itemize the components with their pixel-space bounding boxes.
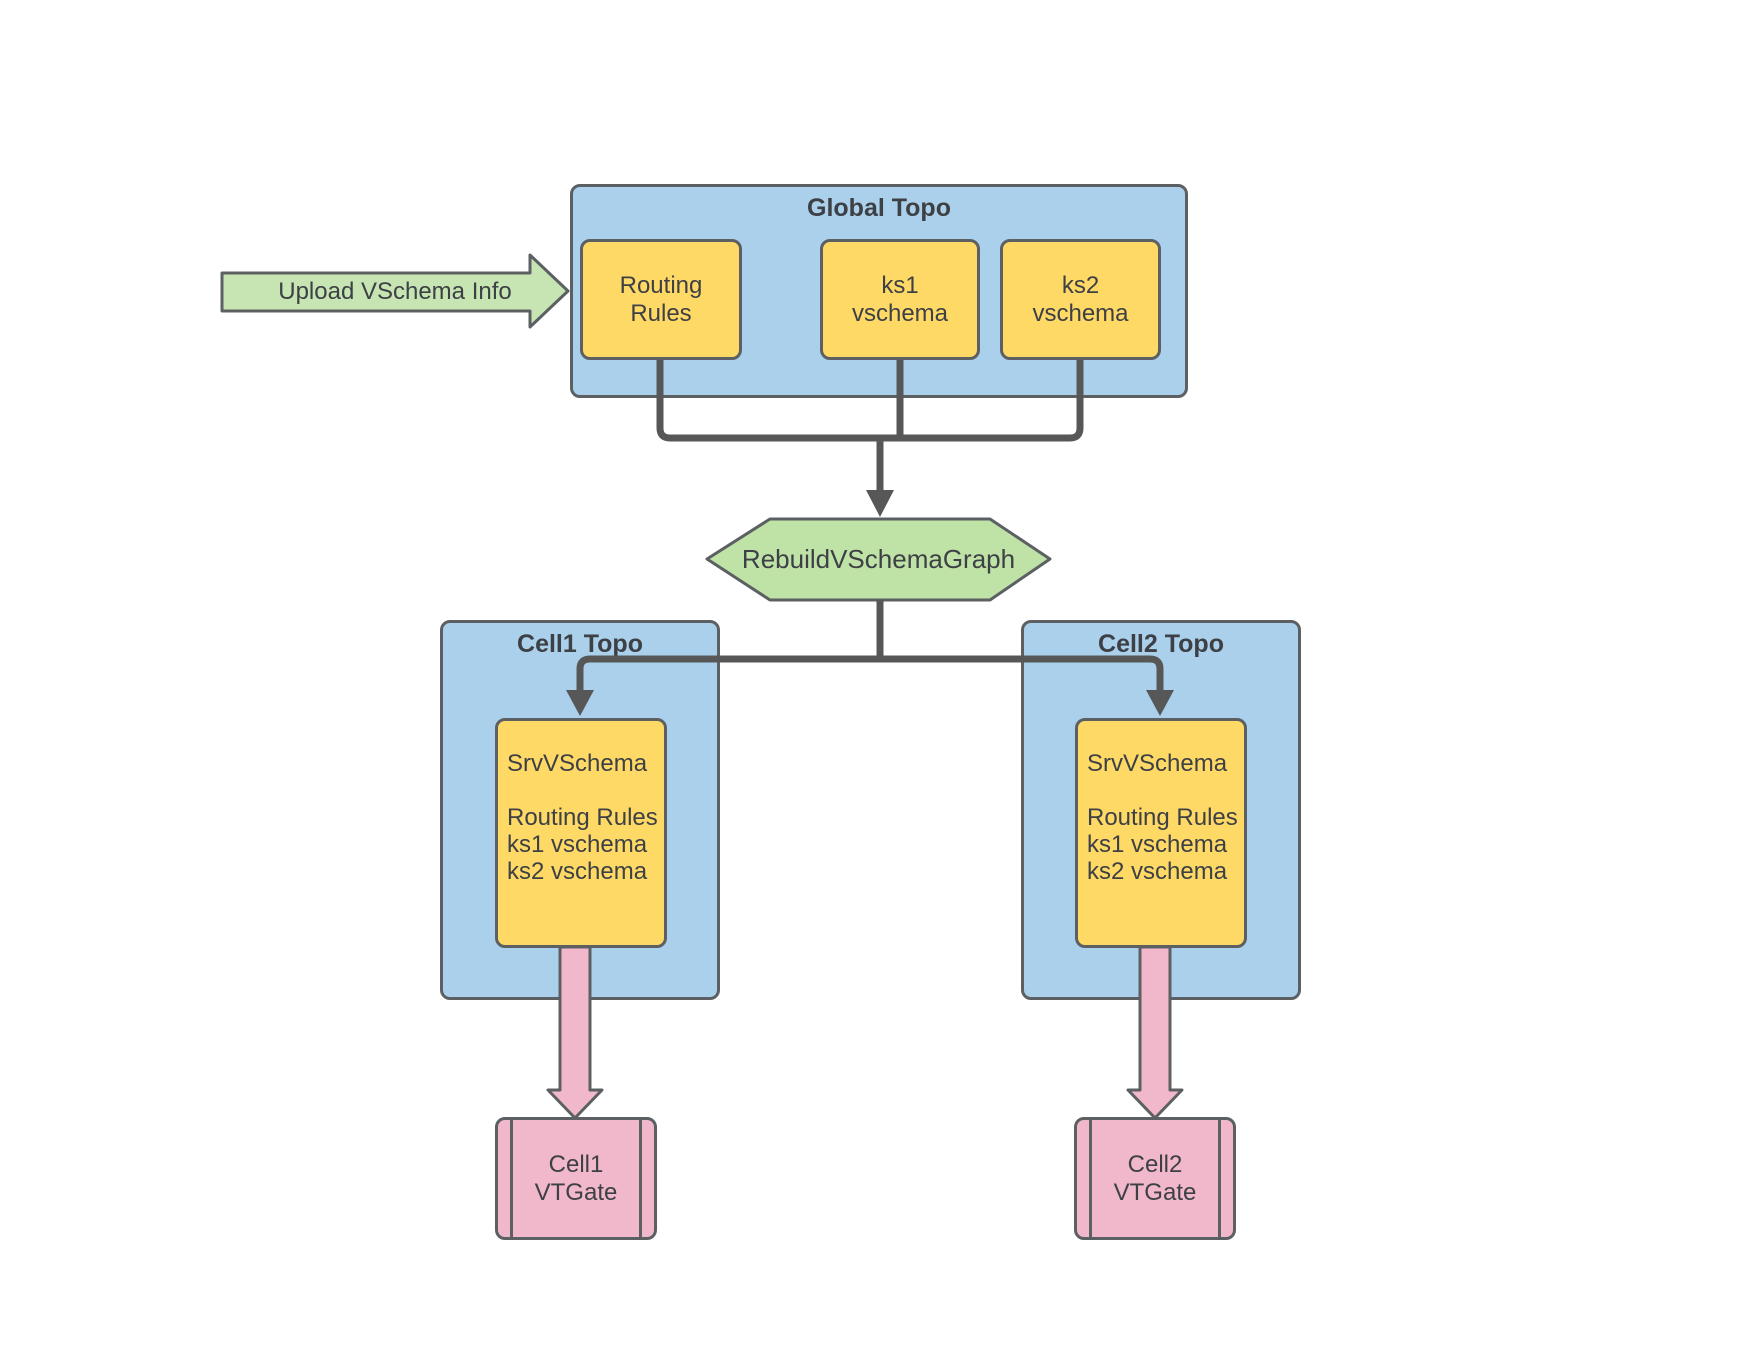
cell2-vtgate-label: Cell2 VTGate	[1113, 1150, 1197, 1206]
cell1-srvvschema-node: SrvVSchema Routing Rules ks1 vschema ks2…	[495, 718, 667, 948]
cell2-vtgate-node: Cell2 VTGate	[1074, 1117, 1236, 1240]
vtgate-side-bar	[639, 1120, 642, 1237]
rebuild-label: RebuildVSchemaGraph	[741, 544, 1016, 574]
routing-rules-node: Routing Rules	[580, 239, 742, 360]
vtgate-side-bar	[510, 1120, 513, 1237]
vtgate-side-bar	[1089, 1120, 1092, 1237]
cell2-srvvschema-node: SrvVSchema Routing Rules ks1 vschema ks2…	[1075, 718, 1247, 948]
ks1-vschema-node: ks1 vschema	[820, 239, 980, 360]
ks2-vschema-node: ks2 vschema	[1000, 239, 1161, 360]
cell1-topo-title: Cell1 Topo	[517, 630, 643, 658]
cell1-vtgate-node: Cell1 VTGate	[495, 1117, 657, 1240]
global-topo-title: Global Topo	[807, 194, 951, 222]
cell2-topo-title: Cell2 Topo	[1098, 630, 1224, 658]
upload-arrow-label: Upload VSchema Info	[278, 278, 512, 305]
cell1-vtgate-label: Cell1 VTGate	[534, 1150, 618, 1206]
vtgate-side-bar	[1218, 1120, 1221, 1237]
fanin-arrowhead-icon	[866, 490, 894, 517]
